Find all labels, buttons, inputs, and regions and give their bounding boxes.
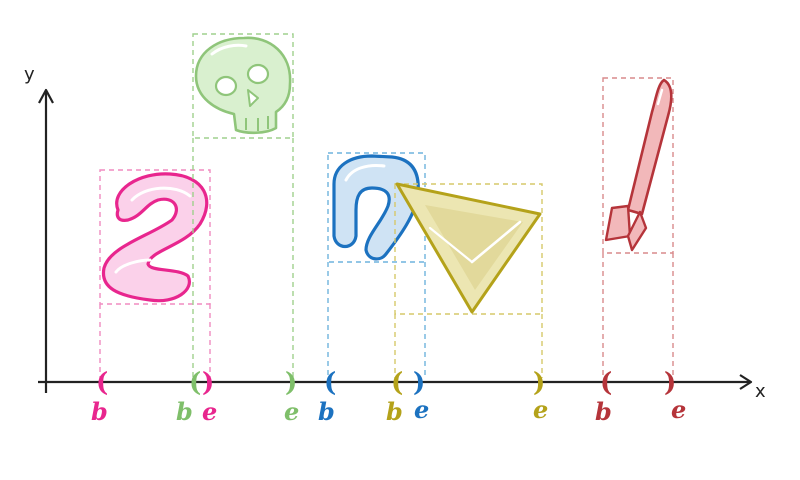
y-axis-arrowhead bbox=[38, 88, 54, 104]
x-axis-label: x bbox=[755, 381, 766, 402]
rocket-bounding-box bbox=[602, 77, 674, 254]
two-begin-paren: ( bbox=[96, 368, 108, 398]
skull-icon bbox=[194, 36, 292, 135]
arch-end-label: e bbox=[414, 395, 429, 424]
x-axis-arrowhead bbox=[739, 374, 753, 390]
interval-markers: ( b ( b ) e ) e ( b ) e ( b ) e ( b ) e bbox=[91, 368, 686, 426]
digit-2-icon bbox=[101, 172, 209, 303]
n-arch-icon bbox=[332, 154, 420, 261]
two-bounding-box bbox=[99, 169, 211, 305]
triangle-begin-paren: ( bbox=[391, 368, 403, 398]
shape-arch-group bbox=[327, 152, 426, 378]
two-end-paren: ) bbox=[202, 368, 214, 398]
triangle-bounding-box bbox=[394, 183, 543, 315]
skull-begin-label: b bbox=[176, 397, 193, 426]
two-end-label: e bbox=[202, 397, 217, 426]
rocket-begin-label: b bbox=[595, 397, 612, 426]
shape-two-group bbox=[99, 169, 211, 378]
triangle-end-paren: ) bbox=[533, 368, 545, 398]
arch-bounding-box bbox=[327, 152, 426, 263]
skull-begin-paren: ( bbox=[189, 368, 201, 398]
axes: x y bbox=[24, 64, 766, 402]
rocket-begin-paren: ( bbox=[600, 368, 612, 398]
arch-end-paren: ) bbox=[413, 368, 425, 398]
triangle-end-label: e bbox=[533, 395, 548, 424]
arch-begin-label: b bbox=[318, 397, 335, 426]
two-begin-label: b bbox=[91, 397, 108, 426]
triangle-begin-label: b bbox=[386, 397, 403, 426]
shape-skull-group bbox=[192, 33, 294, 378]
y-axis-label: y bbox=[24, 64, 35, 85]
skull-end-label: e bbox=[284, 397, 299, 426]
arch-begin-paren: ( bbox=[324, 368, 336, 398]
rocket-icon bbox=[604, 78, 673, 252]
skull-end-paren: ) bbox=[285, 368, 297, 398]
shape-rocket-group bbox=[602, 77, 674, 378]
skull-bounding-box bbox=[192, 33, 294, 139]
rocket-end-label: e bbox=[671, 395, 686, 424]
shape-triangle-group bbox=[394, 182, 543, 378]
rocket-end-paren: ) bbox=[664, 368, 676, 398]
triangle-icon bbox=[395, 182, 542, 314]
